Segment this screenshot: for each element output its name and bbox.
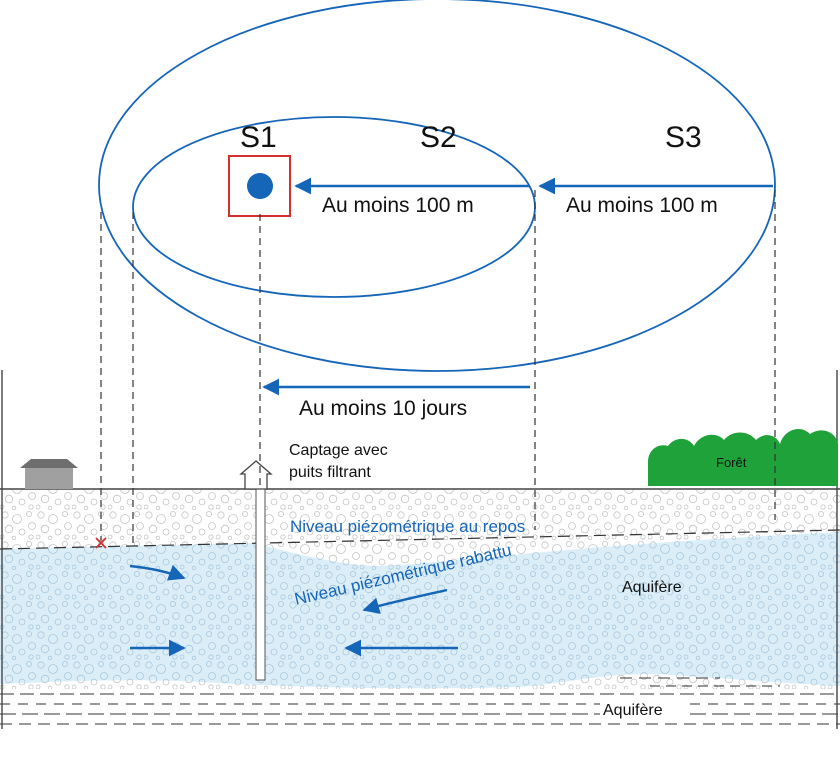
- lower-layer: [0, 689, 840, 729]
- flow-arrow: [362, 588, 448, 614]
- rest-level-label: Niveau piézométrique au repos: [290, 517, 525, 536]
- zone-s3-outline: [98, 0, 776, 372]
- aquifer-lower-label: Aquifère: [603, 702, 663, 719]
- flow-arrow: [129, 564, 186, 581]
- well-label-line2: puits filtrant: [289, 464, 371, 481]
- zone-s3-label: S3: [665, 121, 702, 154]
- lower-layer-strata: [0, 677, 840, 725]
- flow-arrows: [129, 564, 458, 657]
- s2-distance-label: Au moins 100 m: [322, 194, 474, 217]
- house-icon: [20, 459, 78, 489]
- forest-label: Forêt: [716, 455, 747, 470]
- aquifer-upper-label: Aquifère: [622, 579, 682, 596]
- well-marker-icon: [247, 173, 273, 199]
- forest-icon: [648, 429, 838, 486]
- zone-s1-label: S1: [240, 121, 277, 154]
- cross-marker-icon: [95, 537, 107, 549]
- cross-section: Forêt Captage avec puits filtrant Au moi…: [0, 370, 840, 729]
- rest-water-table-line: [0, 529, 840, 550]
- plan-view: S1 S2 S3 Au moins 100 m Au moins 100 m: [98, 0, 776, 372]
- projection-guides: [100, 190, 776, 548]
- groundwater-texture: [0, 532, 840, 689]
- well-hut-icon: [239, 460, 273, 490]
- well-label-line1: Captage avec: [289, 442, 388, 459]
- travel-time-label: Au moins 10 jours: [299, 397, 467, 420]
- zone-s2-label: S2: [420, 121, 457, 154]
- s3-distance-label: Au moins 100 m: [566, 194, 718, 217]
- well-casing: [255, 484, 266, 681]
